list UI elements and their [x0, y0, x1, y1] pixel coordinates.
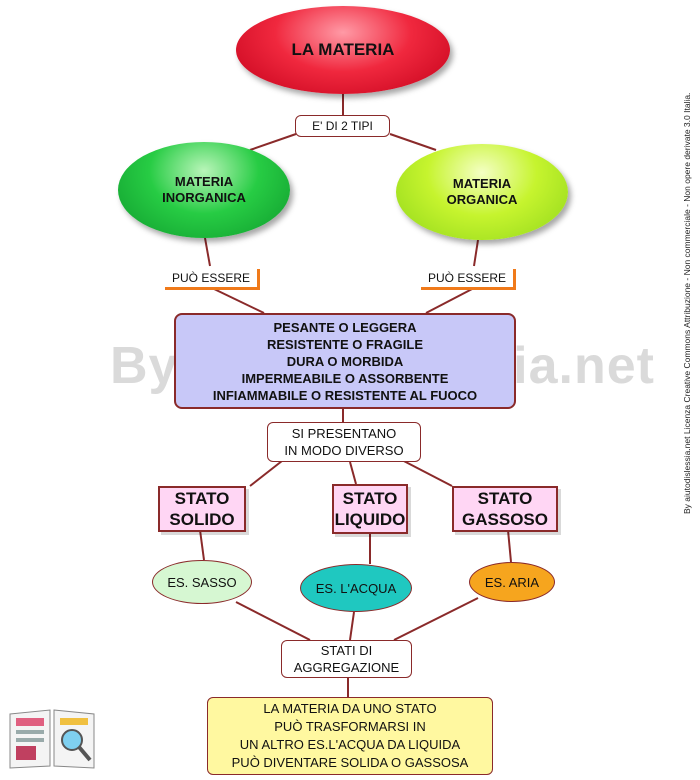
state-solid: STATO SOLIDO	[158, 486, 246, 532]
example-gas-text: ES. ARIA	[484, 574, 540, 590]
state-liquid: STATO LIQUIDO	[332, 484, 408, 534]
types-connector: E' DI 2 TIPI	[295, 115, 390, 137]
state-liquid-line2: LIQUIDO	[334, 510, 406, 529]
presents-line2: IN MODO DIVERSO	[284, 443, 404, 458]
presents-node: SI PRESENTANO IN MODO DIVERSO	[267, 422, 421, 462]
aggregation-line1: STATI DI	[320, 643, 373, 658]
organic-line2: ORGANICA	[446, 192, 518, 207]
example-solid: ES. SASSO	[152, 560, 252, 604]
presents-line1: SI PRESENTANO	[291, 426, 397, 441]
transformation-line4: PUÒ DIVENTARE SOLIDA O GASSOSA	[231, 755, 469, 770]
properties-box: PESANTE O LEGGERA RESISTENTE O FRAGILE D…	[174, 313, 516, 409]
example-liquid: ES. L'ACQUA	[300, 564, 412, 612]
can-be-left-text: PUÒ ESSERE	[171, 271, 251, 285]
state-gas-line2: GASSOSO	[462, 510, 548, 529]
example-liquid-text: ES. L'ACQUA	[315, 580, 397, 596]
organic-line1: MATERIA	[452, 176, 512, 191]
can-be-right-label: PUÒ ESSERE	[421, 269, 516, 290]
book-logo-icon	[9, 709, 95, 769]
transformation-line1: LA MATERIA DA UNO STATO	[263, 701, 437, 716]
transformation-box: LA MATERIA DA UNO STATO PUÒ TRASFORMARSI…	[207, 697, 493, 775]
inorganic-line2: INORGANICA	[162, 190, 246, 205]
transformation-line2: PUÒ TRASFORMARSI IN	[274, 719, 426, 734]
state-gas-line1: STATO	[477, 489, 533, 508]
license-credit: By aiutodislessia.net Licenza Creative C…	[682, 92, 692, 514]
title-text: LA MATERIA	[291, 40, 395, 59]
title-node: LA MATERIA	[236, 6, 450, 94]
organic-node: MATERIA ORGANICA	[396, 144, 568, 240]
state-solid-line1: STATO	[174, 489, 230, 508]
can-be-right-text: PUÒ ESSERE	[427, 271, 507, 285]
can-be-left-label: PUÒ ESSERE	[165, 269, 260, 290]
state-gas: STATO GASSOSO	[452, 486, 558, 532]
property-1: PESANTE O LEGGERA	[273, 319, 417, 335]
inorganic-node: MATERIA INORGANICA	[118, 142, 290, 238]
property-4: IMPERMEABILE O ASSORBENTE	[241, 370, 449, 386]
property-3: DURA O MORBIDA	[286, 353, 404, 369]
types-text: E' DI 2 TIPI	[312, 119, 373, 133]
aggregation-line2: AGGREGAZIONE	[293, 660, 400, 675]
example-solid-text: ES. SASSO	[167, 574, 237, 590]
property-2: RESISTENTE O FRAGILE	[266, 336, 423, 352]
property-5: INFIAMMABILE O RESISTENTE AL FUOCO	[212, 387, 478, 403]
state-liquid-line1: STATO	[342, 489, 398, 508]
inorganic-line1: MATERIA	[174, 174, 234, 189]
state-solid-line2: SOLIDO	[169, 510, 235, 529]
aggregation-node: STATI DI AGGREGAZIONE	[281, 640, 412, 678]
example-gas: ES. ARIA	[469, 562, 555, 602]
transformation-line3: UN ALTRO ES.L'ACQUA DA LIQUIDA	[239, 737, 461, 752]
